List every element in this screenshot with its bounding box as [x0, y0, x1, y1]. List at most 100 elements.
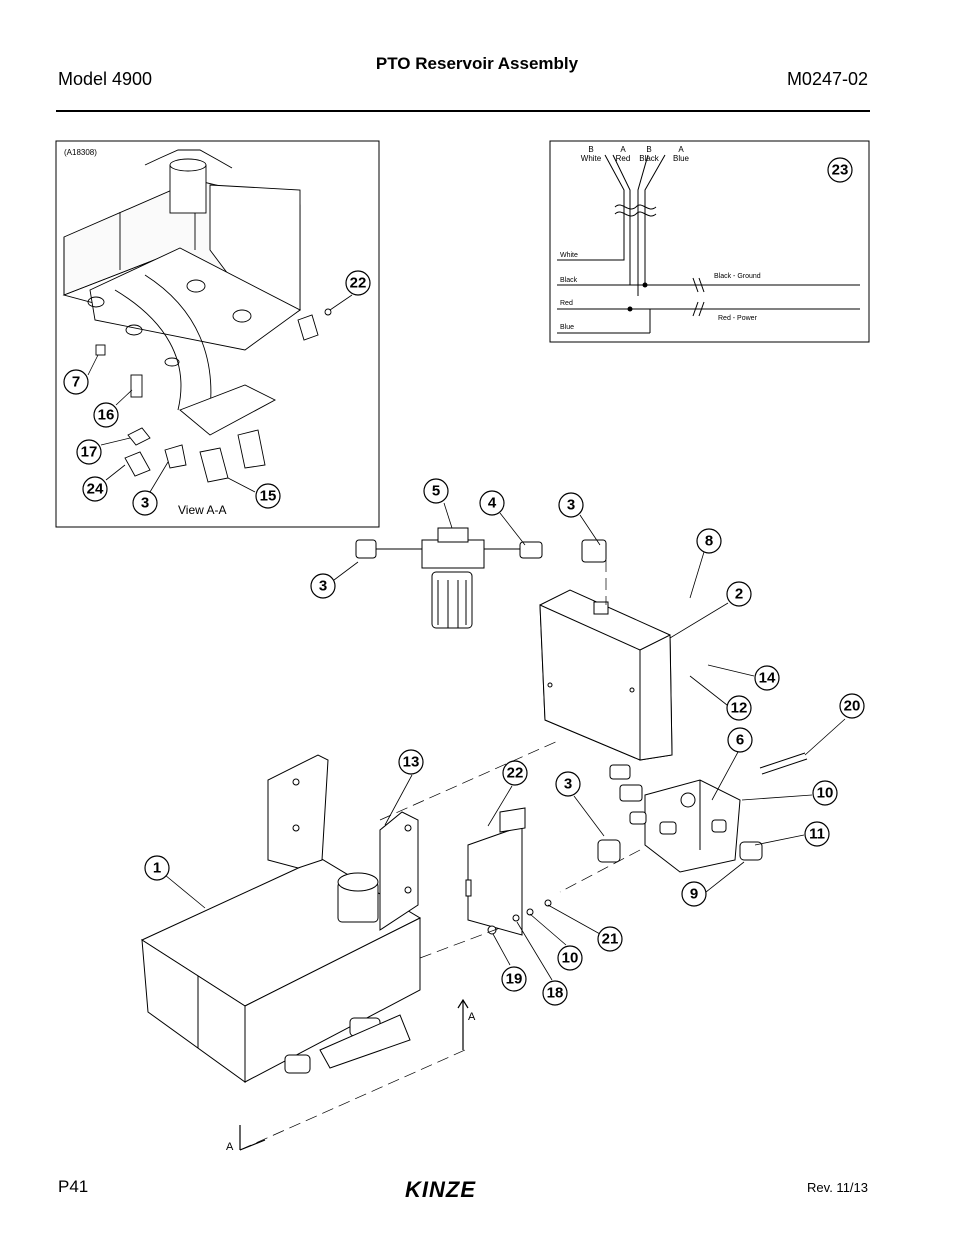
wire-letter-2: A: [620, 145, 626, 154]
callout-3-a: 3: [558, 492, 584, 518]
callout-10-b: 10: [557, 945, 583, 971]
svg-text:5: 5: [432, 483, 440, 500]
svg-text:10: 10: [562, 950, 579, 967]
svg-text:7: 7: [72, 374, 80, 391]
kinze-logo: KINZE: [405, 1177, 476, 1202]
wiring-diagram-frame: [549, 140, 870, 343]
wire-letter-4: A: [678, 145, 684, 154]
svg-text:10: 10: [817, 785, 834, 802]
mount-bracket: [465, 807, 552, 936]
document-number: M0247-02: [786, 69, 868, 89]
wire-letter-1: B: [588, 145, 593, 154]
kinze-logo-text: KINZE: [405, 1177, 476, 1202]
svg-text:22: 22: [350, 275, 367, 292]
callout-10-a: 10: [812, 780, 838, 806]
inset-callout-15: 15: [255, 483, 281, 509]
page-title: PTO Reservoir Assembly: [375, 54, 579, 73]
inset-leaders: [87, 294, 353, 493]
svg-text:24: 24: [87, 481, 104, 498]
wire-color-4: Blue: [673, 154, 690, 163]
svg-text:16: 16: [98, 407, 115, 424]
inset-callout-3: 3: [132, 490, 158, 516]
wire-color-3: Black: [639, 154, 660, 163]
wire-letter-3: B: [646, 145, 651, 154]
wiring-wire-labels: White Black Red Blue Black - Ground Red …: [560, 252, 761, 331]
svg-text:18: 18: [547, 985, 564, 1002]
section-arrow: [239, 998, 469, 1151]
pump-housing: [539, 589, 673, 802]
page-number: P41: [58, 1177, 89, 1196]
reservoir-tank: [140, 754, 422, 1083]
inset-callout-17: 17: [76, 439, 102, 465]
section-label-bottom: A: [226, 1141, 234, 1153]
wiring-lines: [557, 154, 860, 334]
callout-19: 19: [501, 966, 527, 992]
svg-text:4: 4: [488, 495, 497, 512]
callout-11: 11: [804, 821, 830, 847]
svg-text:15: 15: [260, 488, 277, 505]
callout-21: 21: [597, 926, 623, 952]
svg-text:3: 3: [141, 495, 149, 512]
revision-label: Rev. 11/13: [807, 1180, 868, 1195]
svg-text:22: 22: [507, 765, 524, 782]
svg-text:14: 14: [759, 670, 776, 687]
svg-text:2: 2: [735, 586, 743, 603]
inset-callout-16: 16: [93, 402, 119, 428]
callout-20: 20: [839, 693, 865, 719]
section-label-top: A: [468, 1011, 476, 1023]
callout-18: 18: [542, 980, 568, 1006]
wiring-top-labels: B White A Red B Black A Blue: [581, 145, 690, 163]
inset-callout-22: 22: [345, 270, 371, 296]
view-caption: View A-A: [178, 503, 226, 517]
wiring-callout-23: 23: [827, 157, 853, 183]
inset-callout-7: 7: [63, 369, 89, 395]
svg-text:1: 1: [153, 860, 161, 877]
svg-text:6: 6: [736, 732, 744, 749]
wire-label-black: Black: [560, 277, 578, 284]
filter-assembly: [355, 527, 607, 629]
svg-text:3: 3: [319, 578, 327, 595]
callout-12: 12: [726, 695, 752, 721]
svg-text:9: 9: [690, 886, 698, 903]
wiring-junctions: [627, 282, 648, 312]
callout-3-b: 3: [310, 573, 336, 599]
callout-9: 9: [681, 881, 707, 907]
wire-label-white: White: [560, 252, 578, 259]
wire-label-red: Red: [560, 300, 573, 307]
wire-label-blue: Blue: [560, 324, 574, 331]
output-label-power: Red - Power: [718, 315, 758, 322]
svg-text:23: 23: [832, 162, 849, 179]
header-rule: [56, 110, 870, 112]
main-leaders: [164, 502, 846, 981]
svg-text:11: 11: [809, 826, 825, 843]
callout-1: 1: [144, 855, 170, 881]
svg-text:3: 3: [564, 776, 572, 793]
inset-view-frame: (A18308) View A-A: [55, 140, 380, 528]
exploded-centerlines: [239, 560, 641, 1151]
svg-text:3: 3: [567, 497, 575, 514]
callout-5: 5: [423, 478, 449, 504]
svg-text:19: 19: [506, 971, 523, 988]
callout-8: 8: [696, 528, 722, 554]
callout-13: 13: [398, 749, 424, 775]
output-label-ground: Black - Ground: [714, 273, 761, 280]
svg-text:13: 13: [403, 754, 420, 771]
callout-14: 14: [754, 665, 780, 691]
callout-4: 4: [479, 490, 505, 516]
svg-text:8: 8: [705, 533, 713, 550]
callout-2: 2: [726, 581, 752, 607]
callout-22: 22: [502, 760, 528, 786]
valve-block: [597, 752, 808, 873]
wire-color-1: White: [581, 154, 602, 163]
svg-text:17: 17: [81, 444, 98, 461]
figure-id: (A18308): [64, 148, 97, 157]
model-label: Model 4900: [58, 69, 153, 89]
svg-text:20: 20: [844, 698, 861, 715]
wire-color-2: Red: [616, 154, 631, 163]
inset-reservoir-drawing: [62, 149, 332, 483]
callout-3-c: 3: [555, 771, 581, 797]
callout-6: 6: [727, 727, 753, 753]
svg-text:12: 12: [731, 700, 748, 717]
svg-text:21: 21: [602, 931, 619, 948]
